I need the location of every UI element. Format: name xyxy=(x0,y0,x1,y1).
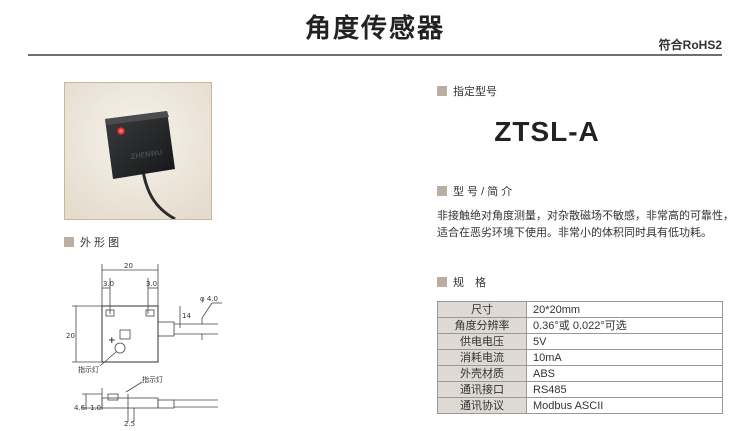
square-bullet-icon xyxy=(437,86,447,96)
dim-width: 20 xyxy=(124,262,133,270)
dim-thickness: 4.6 xyxy=(74,404,86,412)
indicator-label-side: 指示灯 xyxy=(142,375,163,384)
dim-height: 20 xyxy=(66,332,75,340)
square-bullet-icon xyxy=(437,186,447,196)
spec-key: 消耗电流 xyxy=(437,349,527,366)
spec-value: RS485 xyxy=(526,381,723,398)
spec-value: 5V xyxy=(526,333,723,350)
spec-key: 通讯接口 xyxy=(437,381,527,398)
model-label: 指定型号 xyxy=(453,86,497,98)
dim-left-offset: 3.0 xyxy=(103,280,114,288)
title-divider xyxy=(28,54,722,56)
spec-value: Modbus ASCII xyxy=(526,397,723,414)
spec-value: 0.36°或 0.022°可选 xyxy=(526,317,723,334)
rohs-label: 符合RoHS2 xyxy=(658,38,722,52)
led-indicator xyxy=(117,127,125,135)
intro-heading: 型 号 / 简 介 xyxy=(437,183,512,199)
dim-cable-pos: 14 xyxy=(182,312,191,320)
outline-label: 外 形 图 xyxy=(80,237,120,249)
spec-key: 尺寸 xyxy=(437,301,527,318)
dim-step: 2.5 xyxy=(124,420,135,428)
spec-key: 供电电压 xyxy=(437,333,527,350)
page-title: 角度传感器 xyxy=(304,14,445,44)
description-line-2: 适合在恶劣环境下使用。非常小的体积同时具有低功耗。 xyxy=(437,227,712,239)
spec-key: 外壳材质 xyxy=(437,365,527,382)
square-bullet-icon xyxy=(64,237,74,247)
spec-value: 10mA xyxy=(526,349,723,366)
plus-sign: + xyxy=(108,336,116,346)
outline-heading: 外 形 图 xyxy=(64,234,119,250)
spec-key: 角度分辨率 xyxy=(437,317,527,334)
indicator-label-top: 指示灯 xyxy=(78,365,99,374)
model-number: ZTSL-A xyxy=(494,116,600,147)
dim-right-offset: 3.0 xyxy=(146,280,157,288)
dim-cable-dia: φ 4.0 xyxy=(200,295,218,303)
model-heading: 指定型号 xyxy=(437,83,497,99)
spec-key: 通讯协议 xyxy=(437,397,527,414)
intro-label: 型 号 / 简 介 xyxy=(453,186,513,198)
description: 非接触绝对角度测量，对杂散磁场不敏感，非常高的可靠性， 适合在恶劣环境下使用。非… xyxy=(437,208,737,242)
dim-base: 1.0 xyxy=(90,404,101,412)
sensor-photo-illustration: ZHENWU xyxy=(65,83,211,219)
square-bullet-icon xyxy=(437,277,447,287)
product-photo: ZHENWU xyxy=(64,82,212,220)
description-line-1: 非接触绝对角度测量，对杂散磁场不敏感，非常高的可靠性， xyxy=(437,210,734,222)
spec-value: 20*20mm xyxy=(526,301,723,318)
outline-drawing: 20 3.0 3.0 20 φ 4.0 14 + 指示灯 指示灯 4.6 1.0… xyxy=(66,262,222,428)
spec-label: 规 格 xyxy=(453,277,486,289)
spec-heading: 规 格 xyxy=(437,274,486,290)
spec-value: ABS xyxy=(526,365,723,382)
